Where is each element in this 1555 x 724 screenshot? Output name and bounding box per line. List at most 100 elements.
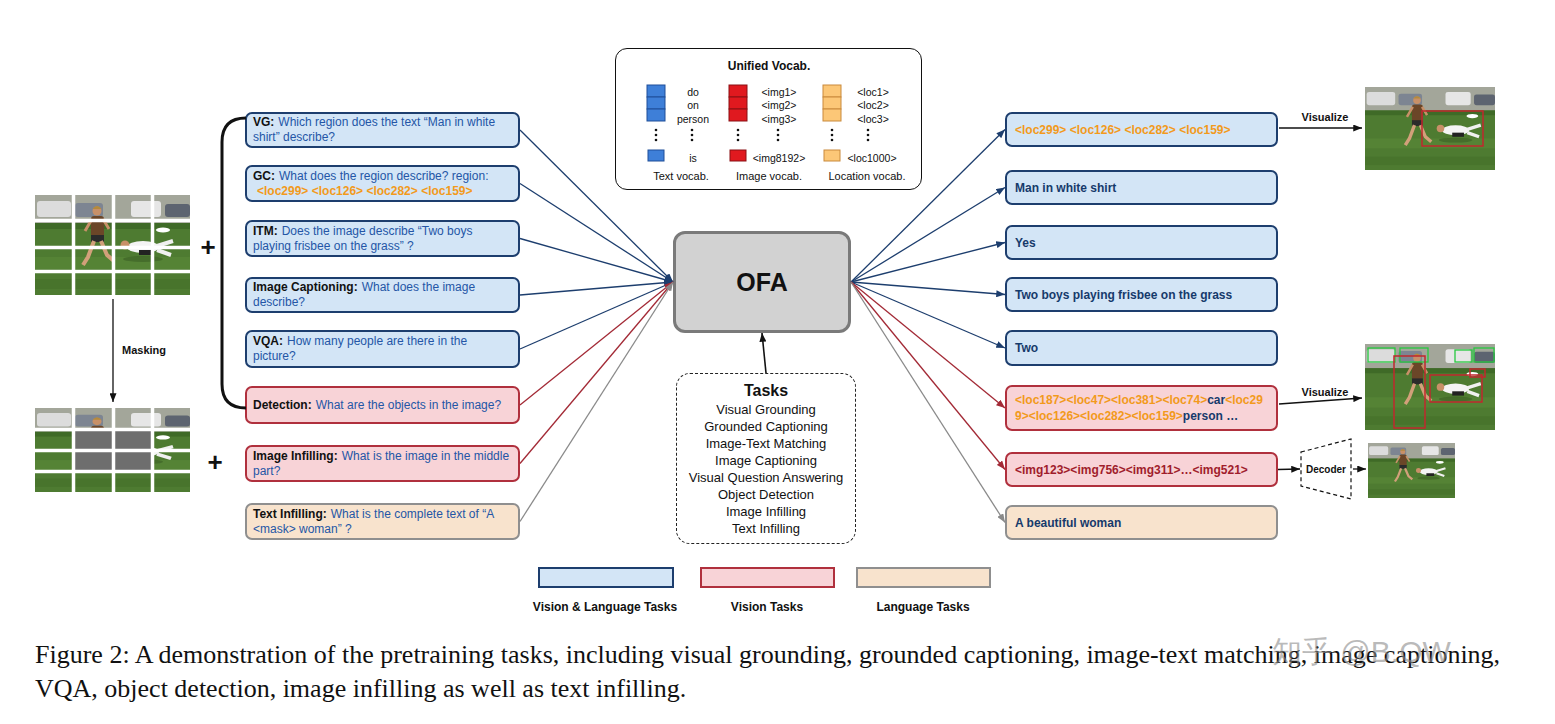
task-output-box: <loc187><loc47><loc381><loc74>car<loc299… (1005, 385, 1278, 431)
prompt-text: What does the region describe? region: (279, 169, 488, 183)
legend-swatch (700, 567, 835, 588)
illustration-part (33, 406, 192, 494)
masking-arrow (112, 299, 113, 402)
connector-arrow (1278, 468, 1300, 470)
task-list-item: Visual Grounding (677, 401, 855, 418)
vocab-box: Unified Vocab.doonpersonisText vocab.<im… (615, 48, 922, 190)
illustration-part (33, 246, 192, 250)
connector-arrow (520, 282, 673, 295)
illustration-part (151, 193, 155, 297)
visualize-arrow (1279, 127, 1362, 128)
task-prefix: Detection: (253, 398, 312, 412)
text-flow: Detection: What are the objects in the im… (253, 398, 512, 413)
vocab-caption: Text vocab. (653, 170, 709, 182)
output-text: A beautiful woman (1015, 516, 1121, 530)
vocab-token: <loc1> (857, 86, 889, 98)
connector-arrow (851, 188, 1005, 283)
illustration-part (75, 431, 151, 470)
text-flow: Text Infilling:What is the complete text… (253, 507, 512, 537)
task-list-title: Tasks (677, 381, 855, 401)
task-prompt-box: GC: What does the region describe? region… (245, 165, 520, 202)
task-prefix: Text Infilling: (253, 507, 327, 521)
output-text: Two (1015, 341, 1038, 355)
decoder-label: Decoder (1306, 464, 1346, 475)
vocab-token: person (677, 113, 709, 125)
illustration-part (1368, 348, 1395, 362)
vocab-token: <img3> (761, 113, 796, 125)
text-flow: GC: What does the region describe? region… (253, 169, 512, 199)
step-label: Visualize (1302, 111, 1349, 123)
illustration-part (35, 195, 190, 295)
illustration-part (33, 470, 192, 474)
connector-arrow (851, 282, 1005, 295)
detection-result-image (1365, 344, 1495, 430)
illustration-part (33, 270, 192, 274)
task-output-box: Man in white shirt (1005, 170, 1278, 205)
task-prefix: VG: (253, 115, 274, 129)
vocab-token: do (687, 86, 699, 98)
text-flow: A beautiful woman (1015, 515, 1268, 531)
output-text: car (1207, 393, 1225, 407)
output-text: Yes (1015, 236, 1036, 250)
task-prefix: VQA: (253, 334, 283, 348)
text-flow: Man in white shirt (1015, 180, 1268, 196)
text-flow: Image Captioning:What does the image des… (253, 280, 512, 310)
connector-arrow (851, 282, 1005, 408)
task-prefix: Image Infilling: (253, 449, 338, 463)
prompt-text: Does the image describe “Two boys playin… (253, 224, 472, 253)
connector-arrow (520, 282, 673, 464)
masked-image (33, 406, 192, 494)
vocab-caption: Location vocab. (828, 170, 905, 182)
task-list-item: Text Infilling (677, 520, 855, 537)
decoder-arrow (1353, 468, 1366, 469)
illustration-part (1394, 356, 1425, 428)
illustration-part (33, 193, 192, 297)
vocab-token: is (689, 152, 697, 164)
task-prompt-box: Image Infilling:What is the image in the… (245, 445, 520, 482)
task-prefix: ITM: (253, 224, 278, 238)
illustration-part (1365, 344, 1495, 430)
illustration-part (1394, 356, 1485, 428)
vocab-token: <loc3> (857, 113, 889, 125)
illustration-part (1470, 369, 1485, 377)
task-prefix: GC: (253, 169, 275, 183)
model-name: OFA (736, 268, 787, 297)
task-list-item: Image Infilling (677, 503, 855, 520)
task-prompt-box: Image Captioning:What does the image des… (245, 277, 520, 313)
connector-arrow (520, 239, 673, 283)
vocab-token: <loc1000> (847, 152, 896, 164)
location-tokens: <loc187><loc47><loc381><loc74> (1015, 393, 1207, 407)
decoder-trapezoid: Decoder (1300, 438, 1352, 500)
vocab-token: <img2> (761, 99, 796, 111)
text-flow: Image Infilling:What is the image in the… (253, 449, 512, 479)
vocab-token: <img8192> (753, 152, 806, 164)
output-text: Two boys playing frisbee on the grass (1015, 288, 1232, 302)
legend-text: Vision Tasks (731, 600, 803, 614)
connector-arrow (851, 282, 1005, 470)
task-list-item: Visual Question Answering (677, 469, 855, 486)
task-prefix: Image Captioning: (253, 280, 358, 294)
connector-arrow (520, 282, 673, 522)
illustration-part (112, 193, 116, 297)
illustration-part (151, 406, 155, 494)
connector-arrow (520, 282, 673, 349)
output-text: person … (1183, 409, 1238, 423)
task-prompt-box: Text Infilling:What is the complete text… (245, 503, 520, 540)
illustration-part (1422, 111, 1483, 146)
task-prompt-box: ITM:Does the image describe “Two boys pl… (245, 220, 520, 257)
vocab-caption: Image vocab. (736, 170, 802, 182)
watermark: 知乎 @B.QW (1272, 632, 1451, 673)
illustration-part (72, 193, 76, 297)
location-tokens: <loc299> <loc126> <loc282> <loc159> (257, 184, 473, 198)
legend-swatch (538, 567, 674, 588)
text-flow: Two boys playing frisbee on the grass (1015, 287, 1268, 303)
prompt-text: What are the objects in the image? (316, 398, 501, 412)
illustration-part (35, 408, 190, 492)
task-output-box: Yes (1005, 225, 1278, 260)
plus-sign: + (207, 447, 222, 478)
connector-arrow (520, 184, 673, 283)
illustration-part (33, 449, 192, 453)
step-label: Masking (122, 344, 166, 356)
task-prompt-box: Detection: What are the objects in the im… (245, 386, 520, 424)
